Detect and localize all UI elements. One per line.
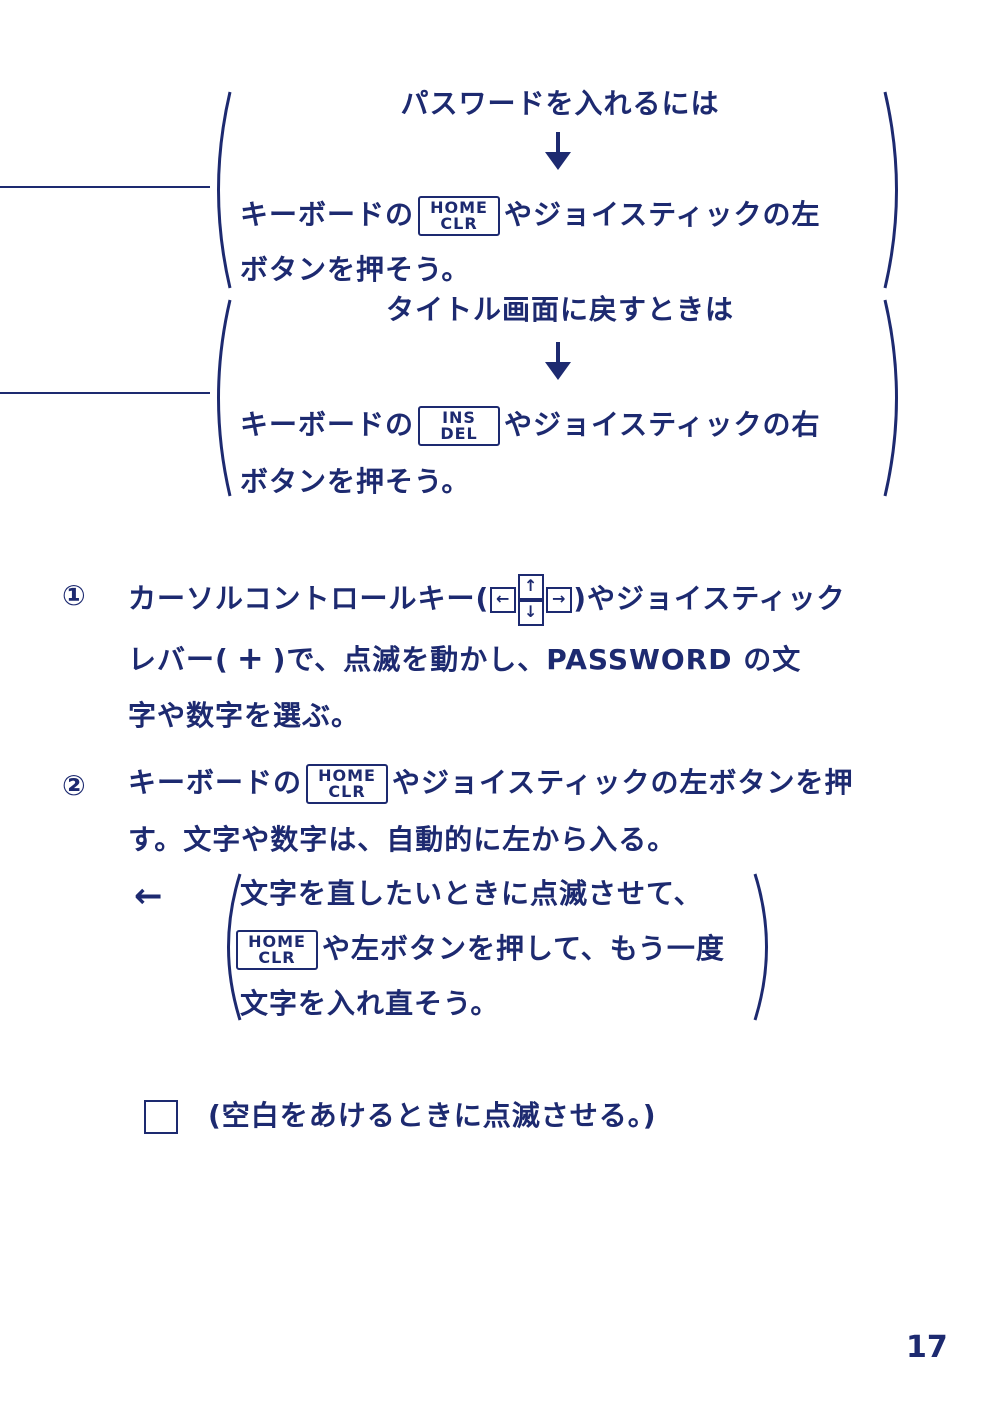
note-line2-post: や左ボタンを押して、もう一度 xyxy=(322,932,725,965)
key-top: HOME xyxy=(430,198,488,217)
block2-title: タイトル画面に戻すときは xyxy=(385,293,734,326)
block1-line1-post: やジョイスティックの左 xyxy=(504,198,821,231)
key-bottom: CLR xyxy=(440,214,478,233)
note-left-paren xyxy=(227,873,242,1021)
block1-title: パスワードを入れるには xyxy=(400,87,720,120)
key-top: INS xyxy=(442,408,476,427)
step2-line1-post: やジョイスティックの左ボタンを押 xyxy=(392,766,854,799)
block1-line1-pre: キーボードの xyxy=(240,198,415,231)
down-arrow-1-icon xyxy=(545,152,571,170)
note-right-paren xyxy=(753,873,768,1021)
down-arrow-2-icon xyxy=(545,362,571,380)
cursor-right-key-icon: → xyxy=(546,587,573,613)
page-number: 17 xyxy=(906,1330,948,1365)
down-arrow-1-shaft xyxy=(556,132,560,156)
key-bottom: CLR xyxy=(258,948,296,967)
cursor-left-key-icon: ← xyxy=(490,587,517,613)
lever-icon: + xyxy=(236,639,265,677)
blank-square-icon xyxy=(144,1100,178,1134)
key-top: HOME xyxy=(248,932,306,951)
cursor-up-key-icon: ↑ xyxy=(518,574,545,600)
step2-line1-pre: キーボードの xyxy=(128,766,303,799)
note-line3: 文字を入れ直そう。 xyxy=(240,987,500,1020)
key-bottom: CLR xyxy=(328,782,366,801)
block2-line1-pre: キーボードの xyxy=(240,408,415,441)
block1-left-paren xyxy=(217,91,232,289)
block2-right-paren xyxy=(883,299,898,497)
step2-line2: す。文字や数字は、自動的に左から入る。 xyxy=(128,823,677,856)
step1-line1-pre: カーソルコントロールキー( xyxy=(128,582,490,615)
down-arrow-2-shaft xyxy=(556,342,560,366)
step1-line3: 字や数字を選ぶ。 xyxy=(128,699,361,732)
step1-line1: カーソルコントロールキー(←↑↓→)やジョイスティック xyxy=(128,574,846,626)
note-line1: 文字を直したいときに点滅させて、 xyxy=(240,877,703,910)
step1-number: ① xyxy=(62,579,87,612)
connector-line-2 xyxy=(0,392,210,394)
blank-text: (空白をあけるときに点滅させる。) xyxy=(208,1099,657,1132)
cursor-down-key-icon: ↓ xyxy=(518,600,545,626)
block2-line1-post: やジョイスティックの右 xyxy=(504,408,821,441)
step2-number: ② xyxy=(62,769,87,802)
step1-line1-post: )やジョイスティック xyxy=(573,582,846,615)
block1-line2: ボタンを押そう。 xyxy=(240,253,471,286)
left-arrow-icon: ← xyxy=(134,876,164,916)
block2-left-paren xyxy=(217,299,232,497)
key-bottom: DEL xyxy=(440,424,478,443)
step1-line2-post: )で、点滅を動かし、PASSWORD の文 xyxy=(272,643,802,676)
connector-line-1 xyxy=(0,186,210,188)
block2-line2: ボタンを押そう。 xyxy=(240,465,471,498)
step1-line2: レバー(+)で、点滅を動かし、PASSWORD の文 xyxy=(128,640,801,678)
block1-right-paren xyxy=(883,91,898,289)
step1-line2-pre: レバー( xyxy=(128,643,229,676)
key-top: HOME xyxy=(318,766,376,785)
cursor-keys: ←↑↓→ xyxy=(489,574,573,626)
